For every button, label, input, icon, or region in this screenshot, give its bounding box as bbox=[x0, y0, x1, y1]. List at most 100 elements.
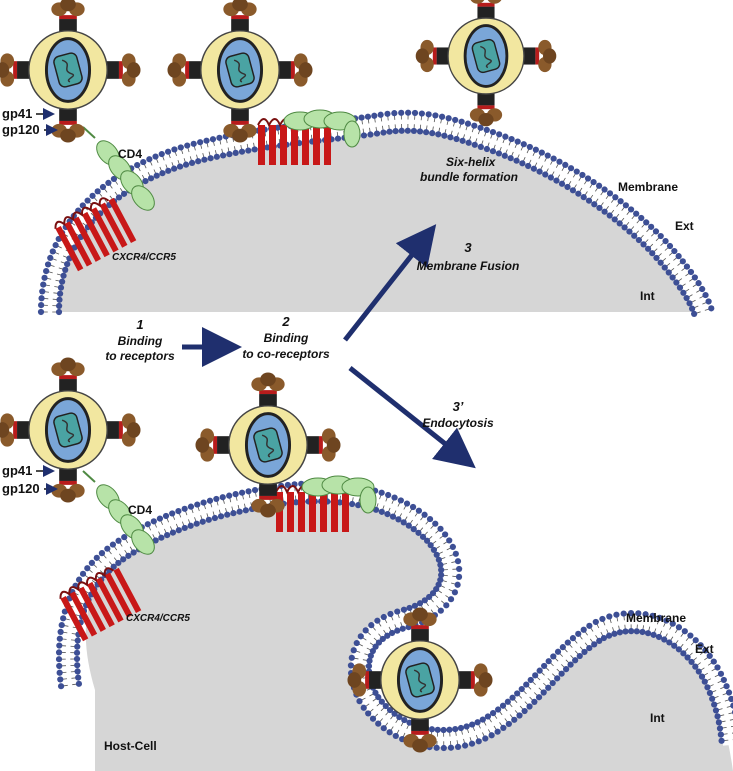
lipid-head bbox=[201, 156, 208, 163]
lipid-head bbox=[553, 177, 560, 184]
gp41-stalk bbox=[231, 19, 249, 33]
lipid-head bbox=[451, 589, 459, 596]
lipid-head bbox=[406, 719, 413, 726]
lipid-head bbox=[358, 114, 365, 121]
lipid-head bbox=[353, 639, 360, 647]
lipid-head bbox=[175, 527, 182, 534]
virion-top-1 bbox=[0, 0, 141, 143]
env-spike bbox=[51, 107, 85, 143]
host-cell-label: Host-Cell bbox=[104, 739, 157, 753]
lipid-head bbox=[711, 701, 718, 708]
lipid-head bbox=[134, 162, 141, 169]
lipid-head bbox=[649, 250, 656, 257]
lipid-head bbox=[56, 302, 63, 309]
lipid-head bbox=[177, 144, 184, 151]
lipid-head bbox=[380, 129, 387, 136]
lipid-head bbox=[55, 308, 63, 316]
lipid-head bbox=[203, 137, 210, 144]
lipid-head bbox=[187, 522, 194, 529]
lipid-head bbox=[380, 725, 387, 732]
lipid-head bbox=[549, 679, 556, 687]
lipid-head bbox=[74, 643, 81, 650]
lipid-head bbox=[398, 109, 405, 116]
viral-core bbox=[225, 52, 255, 88]
lipid-head bbox=[720, 676, 727, 684]
lipid-head bbox=[398, 127, 405, 134]
lipid-head bbox=[426, 593, 433, 601]
lipid-head bbox=[695, 280, 702, 287]
viral-core bbox=[53, 412, 83, 448]
lipid-head bbox=[120, 190, 128, 197]
lipid-head bbox=[73, 649, 81, 656]
lipid-head bbox=[158, 534, 165, 541]
lipid-head bbox=[521, 707, 528, 715]
lipid-head bbox=[88, 559, 95, 567]
lipid-head bbox=[57, 683, 65, 690]
lipid-head bbox=[599, 615, 606, 623]
lipid-head bbox=[389, 513, 397, 520]
lipid-head bbox=[187, 503, 195, 510]
lipid-head bbox=[110, 175, 118, 183]
lipid-head bbox=[513, 157, 520, 164]
lipid-head bbox=[115, 537, 122, 544]
gp41-stalk bbox=[411, 717, 429, 731]
lipid-head bbox=[644, 630, 652, 637]
lipid-head bbox=[360, 704, 367, 711]
env-spike bbox=[457, 663, 493, 697]
lipid-head bbox=[669, 274, 676, 281]
lipid-head bbox=[620, 610, 627, 617]
step-1-line1: Binding bbox=[118, 334, 163, 348]
bottom-membrane bbox=[60, 484, 733, 747]
gp41-stalk bbox=[105, 61, 119, 79]
lipid-head bbox=[580, 194, 587, 201]
gp41 bbox=[213, 436, 218, 454]
lipid-head bbox=[245, 147, 252, 154]
lipid-head bbox=[699, 285, 706, 293]
gp41 bbox=[231, 15, 249, 20]
lipid-head bbox=[419, 533, 427, 540]
lipid-head bbox=[238, 148, 246, 155]
gp41 bbox=[432, 47, 437, 65]
lipid-head bbox=[681, 628, 688, 635]
gp41-stalk bbox=[477, 6, 495, 20]
gp41-stalk bbox=[277, 61, 291, 79]
lipid-head bbox=[686, 300, 693, 307]
lipid-head bbox=[606, 632, 613, 639]
lipid-head bbox=[437, 607, 444, 614]
viral-rna bbox=[61, 419, 75, 443]
lipid-head bbox=[567, 661, 574, 668]
lipid-head bbox=[606, 212, 613, 219]
lipid-head bbox=[554, 675, 561, 682]
lipid-head bbox=[416, 600, 424, 607]
lipid-head bbox=[661, 636, 668, 643]
gp41 bbox=[59, 375, 77, 380]
step-3-line1: Membrane Fusion bbox=[417, 259, 520, 273]
lipid-head bbox=[433, 744, 440, 751]
lipid-head bbox=[527, 676, 534, 684]
lipid-head bbox=[207, 155, 214, 162]
gp41-stalk bbox=[17, 421, 31, 439]
lipid-head bbox=[410, 526, 417, 533]
virion-endosome bbox=[347, 607, 493, 753]
lipid-head bbox=[665, 269, 672, 276]
lipid-head bbox=[47, 254, 54, 261]
lipid-head bbox=[671, 642, 678, 649]
lipid-head bbox=[432, 112, 439, 119]
lipid-head bbox=[44, 261, 52, 268]
lipid-head bbox=[504, 698, 511, 705]
lipid-head bbox=[441, 132, 448, 139]
lipid-head bbox=[662, 237, 669, 245]
lipid-head bbox=[627, 206, 635, 213]
gp41-stalk bbox=[305, 436, 319, 454]
lipid-head bbox=[55, 649, 63, 656]
step-1-number: 1 bbox=[136, 317, 143, 332]
lipid-head bbox=[195, 158, 202, 165]
lipid-head bbox=[684, 654, 691, 661]
top-cytoplasm bbox=[55, 129, 695, 312]
gp41 bbox=[411, 730, 429, 735]
lipid-head bbox=[224, 511, 231, 518]
lipid-head bbox=[715, 719, 722, 726]
lipid-head bbox=[380, 613, 387, 621]
lipid-head bbox=[84, 197, 91, 204]
gp41 bbox=[477, 105, 495, 110]
